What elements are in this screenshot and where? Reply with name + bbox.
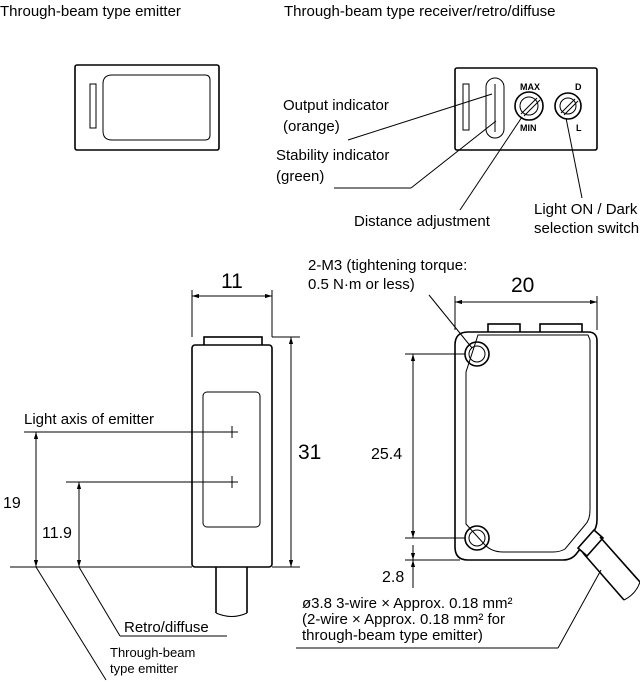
selection-switch-label: selection switch [534, 220, 639, 237]
dim-bottom-offset: 2.8 [382, 569, 404, 586]
receiver-title: Through-beam type receiver/retro/diffuse [284, 3, 556, 20]
output-indicator-label: Output indicator [283, 97, 389, 114]
switch-l-label: L [576, 123, 582, 133]
retro-diffuse-label: Retro/diffuse [124, 619, 209, 636]
distance-knob-icon [514, 91, 544, 121]
light-axis-label: Light axis of emitter [24, 411, 154, 428]
dim-emitter-axis: 19 [3, 495, 21, 512]
light-on-leader [565, 117, 583, 199]
emitter-top-view [74, 64, 220, 151]
knob-min-label: MIN [520, 123, 537, 133]
switch-d-label: D [575, 82, 582, 92]
emitter-title: Through-beam type emitter [0, 3, 181, 20]
mount-spec-label: 2-M3 (tightening torque: [308, 257, 467, 274]
output-indicator-leader [347, 93, 493, 141]
output-indicator-color: (orange) [283, 118, 340, 135]
receiver-top-view [454, 67, 598, 151]
cable-spec-1: ø3.8 3-wire × Approx. 0.18 mm² [302, 595, 513, 612]
stability-indicator-color: (green) [276, 168, 324, 185]
through-beam-label: Through-beam [110, 645, 195, 660]
light-on-label: Light ON / Dark [534, 201, 638, 218]
side-view [191, 336, 273, 617]
distance-adjustment-label: Distance adjustment [354, 213, 491, 230]
cable-leader [557, 569, 602, 649]
type-emitter-label: type emitter [110, 661, 179, 676]
mount-torque-label: 0.5 N·m or less) [308, 276, 415, 293]
dim-hole-pitch: 25.4 [371, 446, 402, 463]
front-view [454, 323, 640, 601]
stability-indicator-leader [410, 120, 497, 189]
distance-adjustment-leader [459, 116, 523, 211]
cable-spec-3: through-beam type emitter) [302, 627, 483, 644]
dim-retro-axis: 11.9 [42, 525, 72, 542]
dim-width-front: 20 [511, 274, 534, 297]
dim-width-side: 11 [221, 270, 243, 293]
dim-height-side: 31 [298, 441, 321, 464]
stability-indicator-label: Stability indicator [276, 147, 389, 164]
cable-spec-2: (2-wire × Approx. 0.18 mm² for [302, 611, 505, 628]
mode-switch-icon [554, 92, 582, 120]
knob-max-label: MAX [520, 82, 540, 92]
mount-leader [428, 294, 473, 349]
